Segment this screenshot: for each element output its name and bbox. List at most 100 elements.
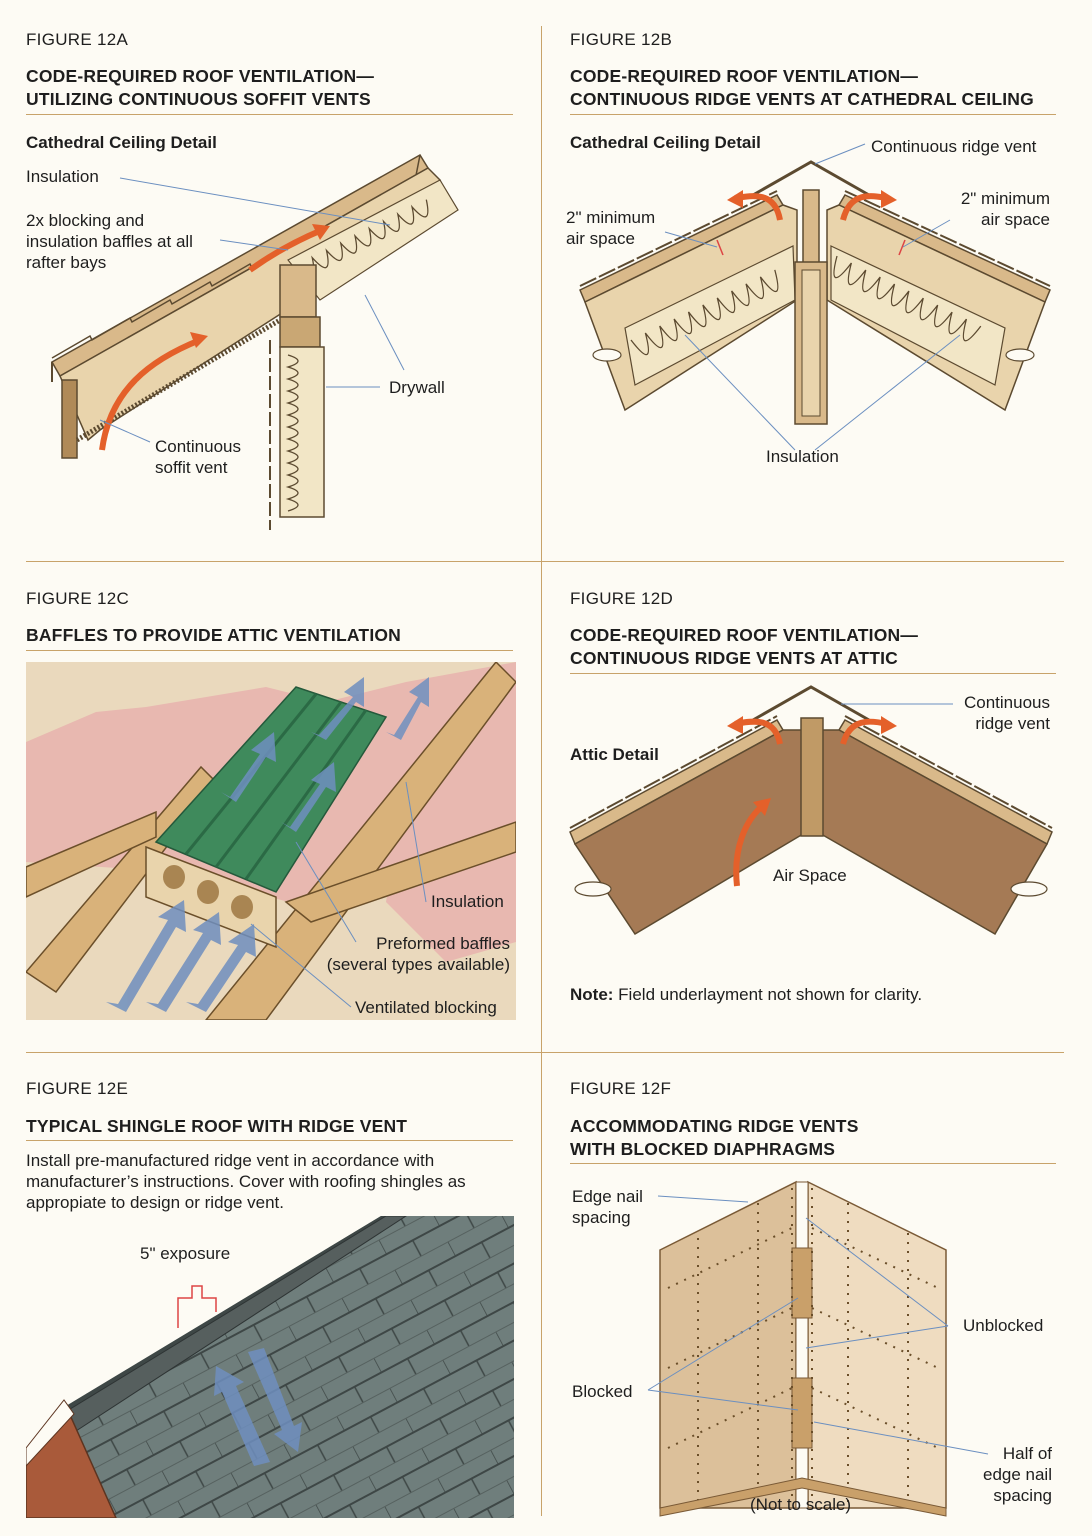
ridge-vent-cathedral-diagram <box>579 143 1051 451</box>
title-underline <box>570 114 1056 115</box>
airflow-arrow-soffit <box>99 337 202 451</box>
rafter-tail-right <box>1010 881 1048 897</box>
figure-title: CODE-REQUIRED ROOF VENTILATION— UTILIZIN… <box>26 65 374 111</box>
airflow-arrow-blue <box>386 677 429 740</box>
callout-ridge-vent: Continuous ridge vent <box>871 137 1037 156</box>
callout-line: Half of <box>1002 1444 1052 1463</box>
callout-line: 2" minimum <box>566 208 656 227</box>
callout-soffit-vent: Continuous soffit vent <box>155 436 241 478</box>
callout-line: Preformed baffles <box>376 934 510 953</box>
row-divider-1 <box>26 561 1064 562</box>
vent-hole <box>231 895 253 919</box>
leader-unblocked <box>805 1217 949 1327</box>
callout-line: 2" minimum <box>960 189 1050 208</box>
paragraph-line: appropiate to design or ridge vent. <box>26 1193 285 1212</box>
callout-line: ridge vent <box>975 714 1050 733</box>
leader-air-left <box>664 231 718 248</box>
leader-air-right <box>902 219 951 248</box>
vent-hole <box>197 880 219 904</box>
leader-blocking <box>219 239 289 251</box>
right-insulation-coils <box>833 255 982 342</box>
right-insulation <box>830 245 1006 386</box>
callout-line: spacing <box>572 1208 631 1227</box>
callout-half-nail: Half of edge nail spacing <box>950 1443 1052 1506</box>
airflow-arrow-blue <box>106 900 186 1012</box>
leader-unblocked-2 <box>805 1325 949 1349</box>
callout-insulation: Insulation <box>431 892 504 911</box>
paragraph-line: manufacturer’s instructions. Cover with … <box>26 1172 466 1191</box>
row-divider-2 <box>26 1052 1064 1053</box>
title-underline <box>26 650 513 651</box>
airflow-arrowhead <box>190 332 208 348</box>
leader-drywall-2 <box>364 294 405 371</box>
baffle-rib <box>244 709 368 880</box>
figure-title: ACCOMMODATING RIDGE VENTS WITH BLOCKED D… <box>570 1115 859 1161</box>
figure-label: FIGURE 12B <box>570 30 673 49</box>
ceiling-joist-right <box>284 821 516 923</box>
callout-line: (several types available) <box>326 955 510 974</box>
airflow-arrowhead <box>727 190 743 208</box>
airflow-arrow-blue <box>311 677 364 740</box>
baffle-rib <box>214 701 343 868</box>
rafter-tail-right <box>1005 348 1035 362</box>
callout-line: air space <box>566 229 635 248</box>
title-underline <box>570 673 1056 674</box>
blocked-diaphragm-diagram <box>647 1180 989 1517</box>
air-space-marker-left <box>716 239 724 256</box>
figure-title-line: WITH BLOCKED DIAPHRAGMS <box>570 1139 836 1159</box>
airflow-arrowhead <box>881 716 897 734</box>
leader-blocking <box>250 923 352 1008</box>
center-divider <box>541 26 542 1516</box>
right-shingles <box>844 715 1053 829</box>
paragraph-line: Install pre-manufactured ridge vent in a… <box>26 1151 435 1170</box>
callout-min-air-right: 2" minimum air space <box>940 188 1050 230</box>
leader-half-nail <box>813 1421 989 1455</box>
figure-title-line: CODE-REQUIRED ROOF VENTILATION— <box>570 66 919 86</box>
leader-edge-nail <box>657 1195 749 1203</box>
shingle-roof-diagram <box>26 1216 514 1518</box>
note-label: Note: <box>570 985 614 1004</box>
detail-subtitle: Cathedral Ceiling Detail <box>26 133 217 152</box>
callout-line: Edge nail <box>572 1187 643 1206</box>
callout-insulation: Insulation <box>26 167 99 186</box>
blocking-lower <box>791 1377 813 1449</box>
left-insulation-coils <box>630 269 779 356</box>
rafter-tail-left <box>574 881 612 897</box>
air-space-marker-right <box>898 239 906 256</box>
callout-edge-nail: Edge nail spacing <box>572 1186 643 1228</box>
callout-line: air space <box>981 210 1050 229</box>
exposure-bracket <box>177 1285 217 1328</box>
callout-preformed-baffles: Preformed baffles (several types availab… <box>300 933 510 975</box>
airflow-arrow-blue <box>281 762 336 832</box>
detail-subtitle: Cathedral Ceiling Detail <box>570 133 761 152</box>
detail-subtitle: Attic Detail <box>570 745 659 764</box>
fascia-trim <box>26 1399 75 1467</box>
figure-title: TYPICAL SHINGLE ROOF WITH RIDGE VENT <box>26 1116 408 1136</box>
callout-line: Continuous <box>155 437 242 456</box>
callout-line: Continuous <box>963 693 1050 712</box>
callout-blocking: 2x blocking and insulation baffles at al… <box>26 210 193 273</box>
airflow-arrow-blue <box>146 912 221 1012</box>
not-to-scale-label: (Not to scale) <box>750 1495 852 1514</box>
soffit-vent-strip <box>75 317 282 443</box>
leader-soffit <box>99 419 151 443</box>
leader-ridge-vent <box>814 143 866 165</box>
callout-line: 2x blocking and <box>26 211 145 230</box>
airflow-arrow-up <box>214 1366 270 1466</box>
insulation-coils <box>297 199 429 276</box>
ridge-gap <box>795 1181 809 1509</box>
left-attic-space <box>573 729 804 936</box>
callout-blocked: Blocked <box>572 1382 633 1401</box>
blocking-upper <box>791 1247 813 1319</box>
callout-line: spacing <box>993 1486 1052 1505</box>
wall-insulation-coils <box>285 354 299 512</box>
wall-plate <box>279 316 321 348</box>
ridge-board <box>802 189 820 266</box>
ridge-post-inner <box>801 269 821 417</box>
leader-insulation <box>405 781 427 903</box>
figure-title: CODE-REQUIRED ROOF VENTILATION— CONTINUO… <box>570 624 918 670</box>
callout-line: edge nail <box>982 1465 1052 1484</box>
airflow-arrowhead <box>727 716 743 734</box>
leader-blocked-2 <box>647 1389 799 1411</box>
figure-label: FIGURE 12E <box>26 1079 129 1098</box>
